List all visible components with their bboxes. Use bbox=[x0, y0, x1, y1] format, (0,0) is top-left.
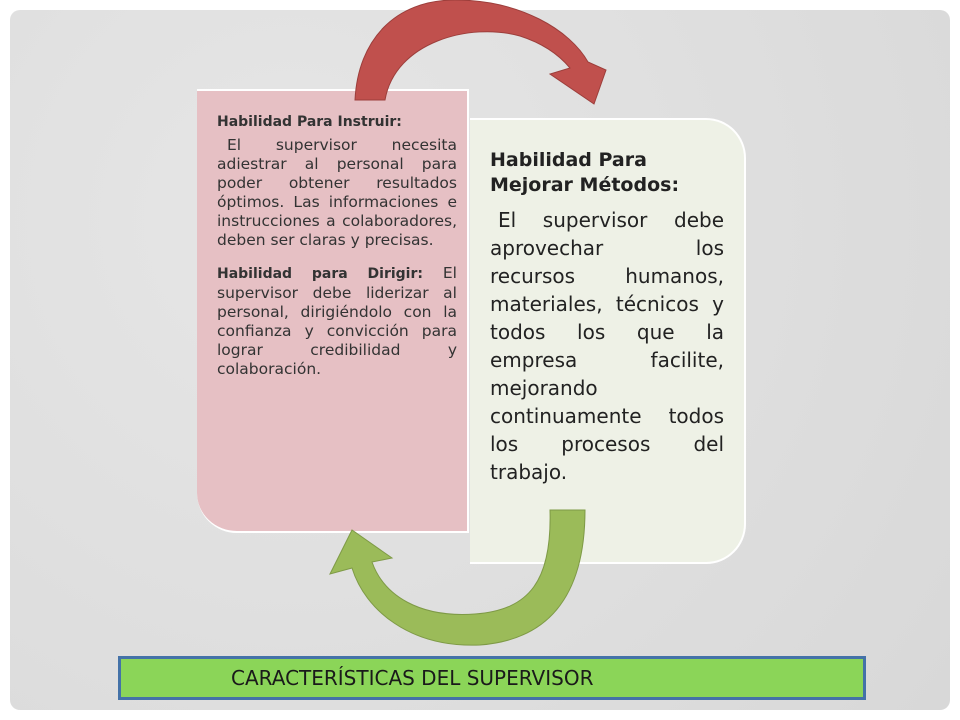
card-heading-instruir: Habilidad Para Instruir: bbox=[217, 113, 457, 132]
heading-colon-mejorar: : bbox=[671, 174, 680, 196]
card-habilidad-instruir: Habilidad Para Instruir: El supervisor n… bbox=[197, 89, 469, 533]
footer-title-box: CARACTERÍSTICAS DEL SUPERVISOR bbox=[118, 656, 866, 700]
heading-text-instruir: Habilidad Para Instruir bbox=[217, 114, 397, 130]
card-section-dirigir: Habilidad para Dirigir: El supervisor de… bbox=[217, 264, 457, 379]
card-habilidad-mejorar-metodos: Habilidad Para Mejorar Métodos: El super… bbox=[470, 118, 746, 564]
heading-colon-dirigir: : bbox=[417, 266, 423, 282]
heading-text-mejorar: Habilidad Para Mejorar Métodos bbox=[490, 149, 672, 196]
card-heading-mejorar: Habilidad Para Mejorar Métodos: bbox=[490, 148, 724, 198]
footer-title: CARACTERÍSTICAS DEL SUPERVISOR bbox=[231, 666, 594, 690]
card-text-mejorar: El supervisor debe aprovechar los recurs… bbox=[490, 208, 724, 484]
heading-text-dirigir: Habilidad para Dirigir bbox=[217, 266, 418, 282]
heading-colon-instruir: : bbox=[396, 114, 402, 130]
card-text-instruir: El supervisor necesita adiestrar al pers… bbox=[217, 136, 457, 249]
card-text-dirigir: El supervisor debe liderizar al personal… bbox=[217, 264, 457, 378]
